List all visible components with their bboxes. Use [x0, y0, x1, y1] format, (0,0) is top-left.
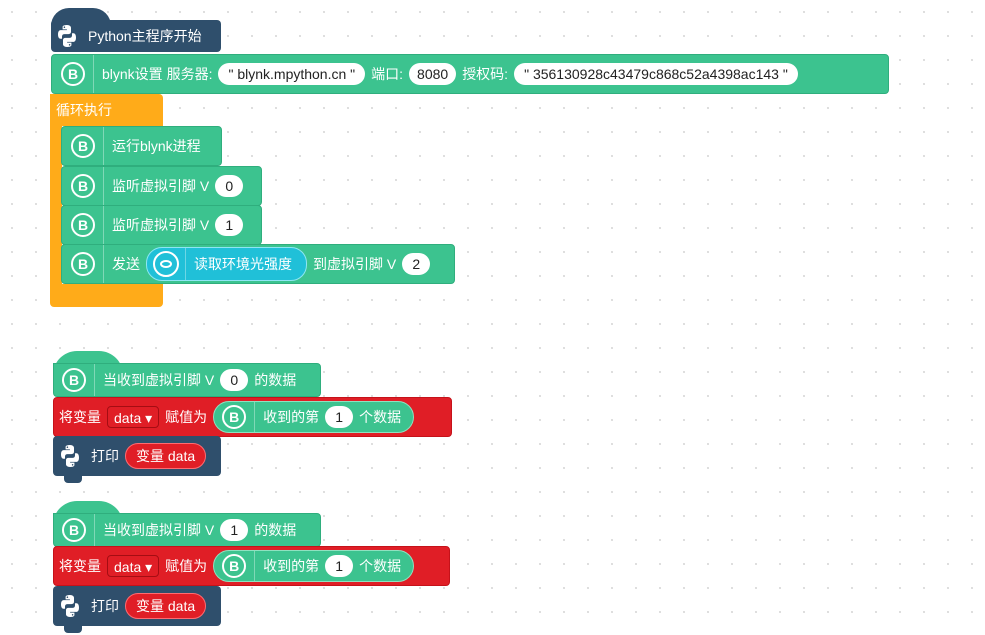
blynk-b-icon: B — [222, 554, 247, 578]
received-label: 收到的第 — [263, 409, 320, 425]
light-sensor-label: 读取环境光强度 — [194, 256, 292, 272]
data-label: 的数据 — [254, 372, 297, 388]
set-variable-block[interactable]: 将变量 data ▾ 赋值为 B 收到的第 1 个数据 — [53, 397, 452, 437]
pin-input[interactable]: 1 — [215, 214, 244, 236]
index-input[interactable]: 1 — [325, 406, 354, 428]
auth-token-input[interactable]: " 356130928c43479c868c52a4398ac143 " — [514, 63, 798, 85]
blynk-b-icon: B — [222, 405, 247, 429]
light-sensor-icon — [153, 251, 179, 277]
run-blynk-label: 运行blynk进程 — [112, 138, 201, 154]
listen-pin-label: 监听虚拟引脚 V — [112, 217, 210, 233]
variable-name: data — [114, 410, 142, 426]
pin-input[interactable]: 0 — [215, 175, 244, 197]
received-data-block[interactable]: B 收到的第 1 个数据 — [213, 550, 415, 582]
listen-pin-block[interactable]: B 监听虚拟引脚 V 0 — [61, 166, 262, 206]
send-label: 发送 — [112, 256, 140, 272]
assign-label: 赋值为 — [165, 409, 208, 425]
python-logo-icon — [61, 595, 79, 617]
variable-reporter[interactable]: 变量 data — [125, 443, 207, 469]
variable-dropdown[interactable]: data ▾ — [107, 555, 160, 577]
variable-name: data — [114, 559, 142, 575]
python-logo-icon — [61, 445, 79, 467]
blynk-b-icon: B — [71, 174, 95, 198]
port-label: 端口: — [371, 66, 404, 82]
to-pin-label: 到虚拟引脚 V — [313, 256, 397, 272]
chevron-down-icon: ▾ — [145, 410, 153, 426]
listen-pin-block[interactable]: B 监听虚拟引脚 V 1 — [61, 205, 262, 245]
block-notch — [64, 626, 82, 633]
received-data-block[interactable]: B 收到的第 1 个数据 — [213, 401, 415, 433]
print-label: 打印 — [91, 448, 119, 464]
on-receive-block[interactable]: B 当收到虚拟引脚 V 0 的数据 — [53, 363, 321, 397]
blynk-setup-block[interactable]: B blynk设置 服务器: " blynk.mpython.cn " 端口: … — [51, 54, 889, 94]
python-main-start-label: Python主程序开始 — [88, 28, 202, 44]
index-input[interactable]: 1 — [325, 555, 354, 577]
listen-pin-label: 监听虚拟引脚 V — [112, 178, 210, 194]
on-receive-label: 当收到虚拟引脚 V — [103, 522, 215, 538]
data-count-label: 个数据 — [359, 409, 402, 425]
chevron-down-icon: ▾ — [145, 559, 153, 575]
auth-label: 授权码: — [462, 66, 509, 82]
blynk-b-icon: B — [62, 368, 86, 392]
print-block[interactable]: 打印 变量 data — [53, 436, 221, 476]
pin-input[interactable]: 1 — [220, 519, 249, 541]
port-input[interactable]: 8080 — [409, 63, 457, 85]
blynk-b-icon: B — [71, 134, 95, 158]
send-block[interactable]: B 发送 读取环境光强度 到虚拟引脚 V 2 — [61, 244, 455, 284]
variable-dropdown[interactable]: data ▾ — [107, 406, 160, 428]
blynk-b-icon: B — [61, 62, 85, 86]
python-logo-icon — [58, 25, 76, 47]
set-variable-label: 将变量 — [59, 558, 101, 574]
loop-arm — [50, 126, 62, 284]
light-sensor-block[interactable]: 读取环境光强度 — [146, 247, 307, 281]
pin-input[interactable]: 0 — [220, 369, 249, 391]
blynk-b-icon: B — [62, 518, 86, 542]
blynk-setup-label: blynk设置 服务器: — [102, 66, 213, 82]
blynk-b-icon: B — [71, 252, 95, 276]
loop-label: 循环执行 — [56, 102, 112, 118]
data-count-label: 个数据 — [359, 558, 402, 574]
block-notch — [64, 476, 82, 483]
blynk-b-icon: B — [71, 213, 95, 237]
server-input[interactable]: " blynk.mpython.cn " — [218, 63, 366, 85]
received-label: 收到的第 — [263, 558, 320, 574]
loop-footer — [50, 284, 163, 307]
run-blynk-block[interactable]: B 运行blynk进程 — [61, 126, 222, 166]
pin-input[interactable]: 2 — [402, 253, 431, 275]
on-receive-label: 当收到虚拟引脚 V — [103, 372, 215, 388]
python-main-start-block[interactable]: Python主程序开始 — [51, 20, 221, 52]
set-variable-label: 将变量 — [59, 409, 101, 425]
print-block[interactable]: 打印 变量 data — [53, 586, 221, 626]
print-label: 打印 — [91, 598, 119, 614]
on-receive-block[interactable]: B 当收到虚拟引脚 V 1 的数据 — [53, 513, 321, 547]
data-label: 的数据 — [254, 522, 297, 538]
variable-reporter[interactable]: 变量 data — [125, 593, 207, 619]
loop-block[interactable]: 循环执行 — [50, 94, 163, 126]
assign-label: 赋值为 — [165, 558, 208, 574]
set-variable-block[interactable]: 将变量 data ▾ 赋值为 B 收到的第 1 个数据 — [53, 546, 450, 586]
